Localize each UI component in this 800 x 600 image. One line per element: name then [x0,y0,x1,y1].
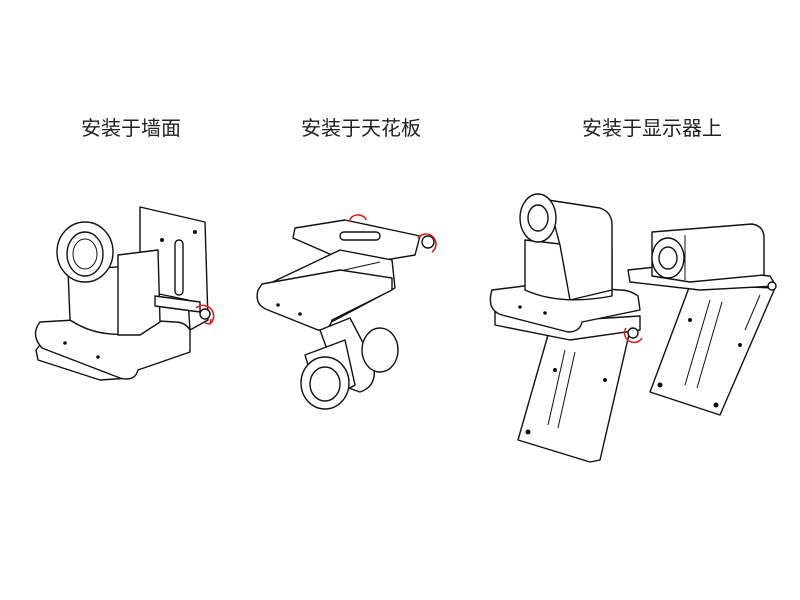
monitor-mount-camera-illustration-2 [627,223,777,416]
wall-mount-camera-illustration [34,206,215,381]
monitor-mount-label: 安装于显示器上 [582,116,722,140]
ceiling-mount-camera-illustration [256,214,437,410]
monitor-mount-camera-illustration-1 [489,193,643,463]
ceiling-mount-label: 安装于天花板 [301,116,421,140]
wall-mount-label: 安装于墙面 [81,116,181,140]
